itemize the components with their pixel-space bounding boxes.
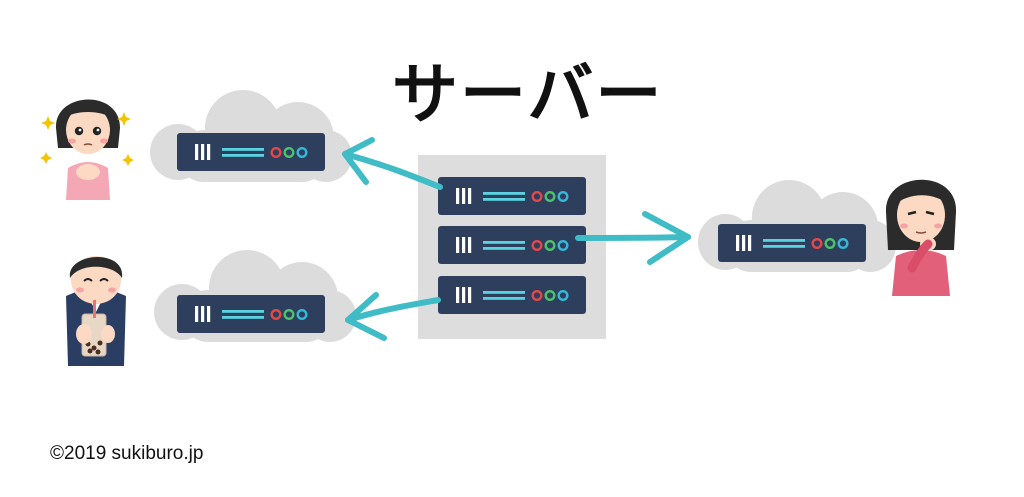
arrow-icon xyxy=(345,292,441,341)
diagram-title: サーバー xyxy=(392,56,664,133)
server-rack-icon xyxy=(418,155,606,339)
boy-drinking-tapioca-icon xyxy=(66,256,126,366)
thinking-woman-icon xyxy=(885,179,957,296)
arrow-icon xyxy=(342,137,443,190)
arrow-icon xyxy=(575,211,691,265)
server-unit-icon xyxy=(175,131,327,173)
copyright-text: ©2019 sukiburo.jp xyxy=(50,443,204,464)
worried-girl-icon xyxy=(40,99,134,200)
server-unit-icon xyxy=(716,222,868,264)
server-unit-icon xyxy=(175,293,327,335)
